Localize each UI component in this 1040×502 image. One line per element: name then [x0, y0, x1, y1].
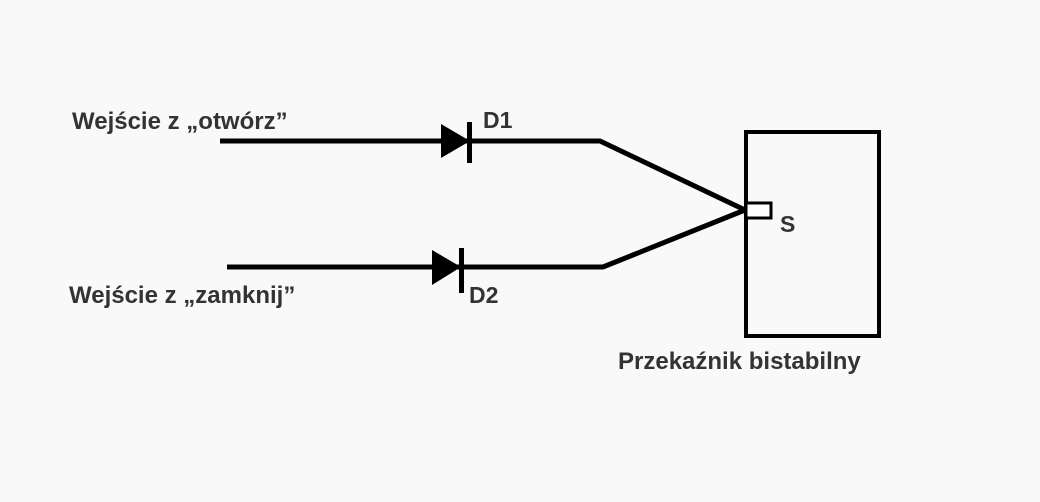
diode-d2-label: D2 — [469, 282, 498, 308]
input-open-label: Wejście z „otwórz” — [72, 108, 288, 135]
relay-box — [744, 130, 881, 338]
diode-d1-label: D1 — [483, 107, 513, 133]
wire-open — [220, 138, 747, 213]
input-close-label: Wejście z „zamknij” — [69, 282, 295, 309]
relay-pin-s — [744, 201, 773, 220]
diode-d1-icon — [441, 122, 472, 163]
relay-label: Przekaźnik bistabilny — [618, 348, 861, 375]
diode-d2-icon — [432, 248, 464, 293]
wire-close — [227, 207, 746, 270]
relay-pin-label: S — [780, 211, 795, 237]
